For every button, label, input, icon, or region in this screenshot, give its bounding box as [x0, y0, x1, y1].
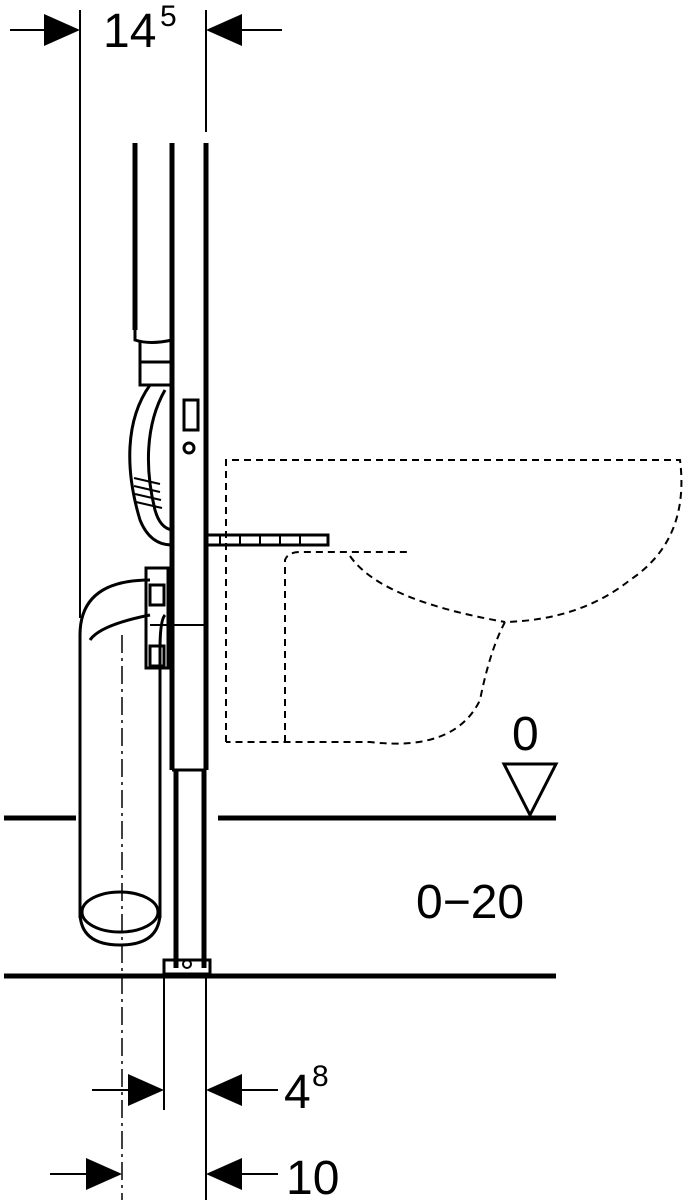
frame-foot-bolt — [182, 959, 192, 969]
wc-bowl-outline — [225, 459, 683, 745]
bottom-dimension-inner: 4 8 — [92, 976, 329, 1200]
dim-arrow-inner-right-icon — [206, 1074, 242, 1106]
floor-level-label: 0 — [512, 708, 539, 761]
hose-coil — [133, 477, 163, 509]
dim-top-value: 14 — [103, 5, 156, 58]
floor: 0 0−20 — [4, 708, 559, 979]
drain-pipe — [78, 566, 206, 1200]
dim-arrow-outer-left-icon — [86, 1158, 122, 1190]
rod-thread — [219, 535, 301, 545]
flush-hose-outer — [128, 384, 173, 547]
triangle-level-icon — [501, 762, 559, 819]
bottom-dimension-outer: 10 — [50, 1152, 339, 1200]
flush-valve — [138, 340, 172, 387]
drain-clamp-top — [148, 583, 166, 607]
dim-arrow-outer-right-icon — [206, 1158, 242, 1190]
cistern-bottom — [133, 330, 173, 344]
dim-arrow-right-icon — [206, 14, 242, 46]
frame-hole — [182, 441, 196, 455]
dim-inner-value: 4 — [284, 1066, 311, 1119]
dim-arrow-left-icon — [44, 14, 80, 46]
drain-bend-outer — [78, 578, 151, 918]
drain-connector — [144, 566, 170, 670]
wc-inner-outline — [284, 551, 410, 742]
drain-clamp-bottom — [148, 644, 166, 668]
threaded-rod — [204, 533, 330, 547]
dim-top-sup: 5 — [160, 0, 177, 33]
drain-pipe-bottom — [78, 911, 162, 947]
flush-hose-inner — [146, 389, 173, 532]
height-range-label: 0−20 — [416, 876, 524, 929]
wc-outline — [225, 459, 683, 745]
top-dimension: 14 5 — [10, 0, 282, 618]
drain-bend-inner — [158, 613, 167, 918]
dim-inner-sup: 8 — [312, 1060, 329, 1093]
drain-pipe-end — [80, 890, 160, 934]
wc-inner-curve — [349, 555, 506, 623]
dim-arrow-inner-left-icon — [128, 1074, 164, 1106]
dim-outer-value: 10 — [286, 1152, 339, 1200]
frame-plate — [182, 398, 200, 432]
drain-bend-face — [88, 613, 151, 641]
